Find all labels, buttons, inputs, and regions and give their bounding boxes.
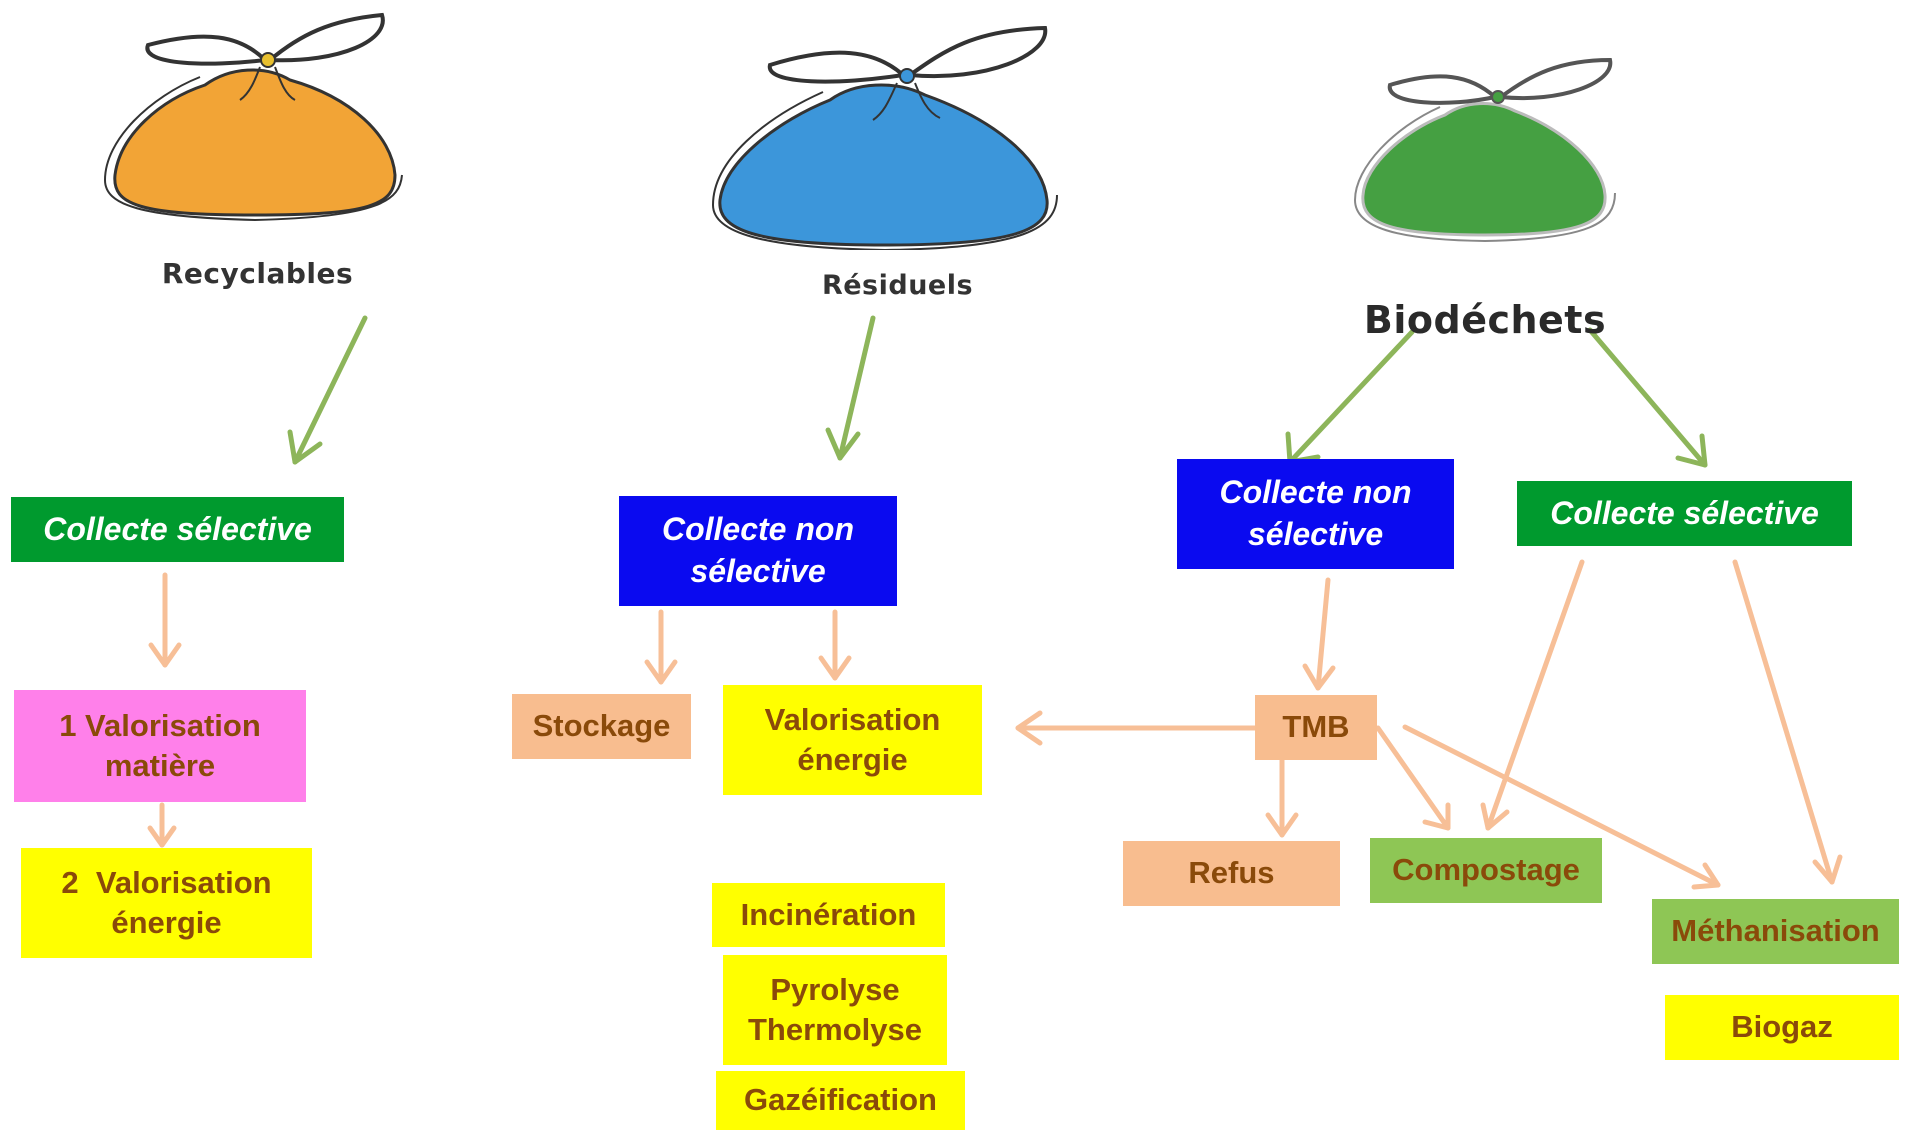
node-collecte-selective-biodechets: Collecte sélective [1517,481,1852,546]
node-biogaz: Biogaz [1665,995,1899,1060]
node-compostage: Compostage [1370,838,1602,903]
node-collecte-non-selective-residuels: Collecte non sélective [619,496,897,606]
node-collecte-selective-recyclables: Collecte sélective [11,497,344,562]
arrow-biodechets-to-collecte-non-selective [1285,329,1415,465]
arrow-collecte-to-valorisation-matiere [148,572,182,668]
node-gazeification: Gazéification [716,1071,965,1130]
node-collecte-non-selective-biodechets: Collecte non sélective [1177,459,1454,569]
node-valorisation-matiere: 1 Valorisation matière [14,690,306,802]
node-pyrolyse-thermolyse: Pyrolyse Thermolyse [723,955,947,1065]
node-incineration: Incinération [712,883,945,947]
arrow-biodechets-to-collecte-selective [1587,327,1708,468]
arrow-biodechets-to-tmb [1302,577,1336,691]
green-bag-icon [1353,57,1616,243]
node-valorisation-energie-residuels: Valorisation énergie [723,685,982,795]
arrow-recyclables-to-collecte [287,315,368,465]
arrow-residuels-to-valorisation-energie [818,609,852,681]
node-valorisation-energie-recyclables: 2 Valorisation énergie [21,848,312,958]
arrow-collecte-selective-to-compostage [1480,559,1585,831]
arrow-tmb-to-methanisation [1402,724,1721,890]
arrow-tmb-to-compostage [1375,725,1451,831]
bag-label-biodechets: Biodéchets [1363,298,1607,342]
node-refus: Refus [1123,841,1340,906]
arrow-residuels-to-collecte [825,315,876,461]
blue-bag-icon [711,25,1058,250]
arrow-valorisation-matiere-to-energie [147,802,177,848]
node-stockage: Stockage [512,694,691,759]
orange-bag-icon [103,12,403,222]
node-tmb: TMB [1255,695,1377,760]
arrow-collecte-selective-to-methanisation [1732,559,1843,885]
bag-label-recyclables: Recyclables [161,257,354,290]
node-methanisation: Méthanisation [1652,899,1899,964]
arrow-tmb-to-valorisation-energie [1015,710,1258,746]
arrow-tmb-to-refus [1265,757,1299,838]
bag-label-residuels: Résiduels [821,270,974,301]
arrow-residuels-to-stockage [644,609,678,685]
